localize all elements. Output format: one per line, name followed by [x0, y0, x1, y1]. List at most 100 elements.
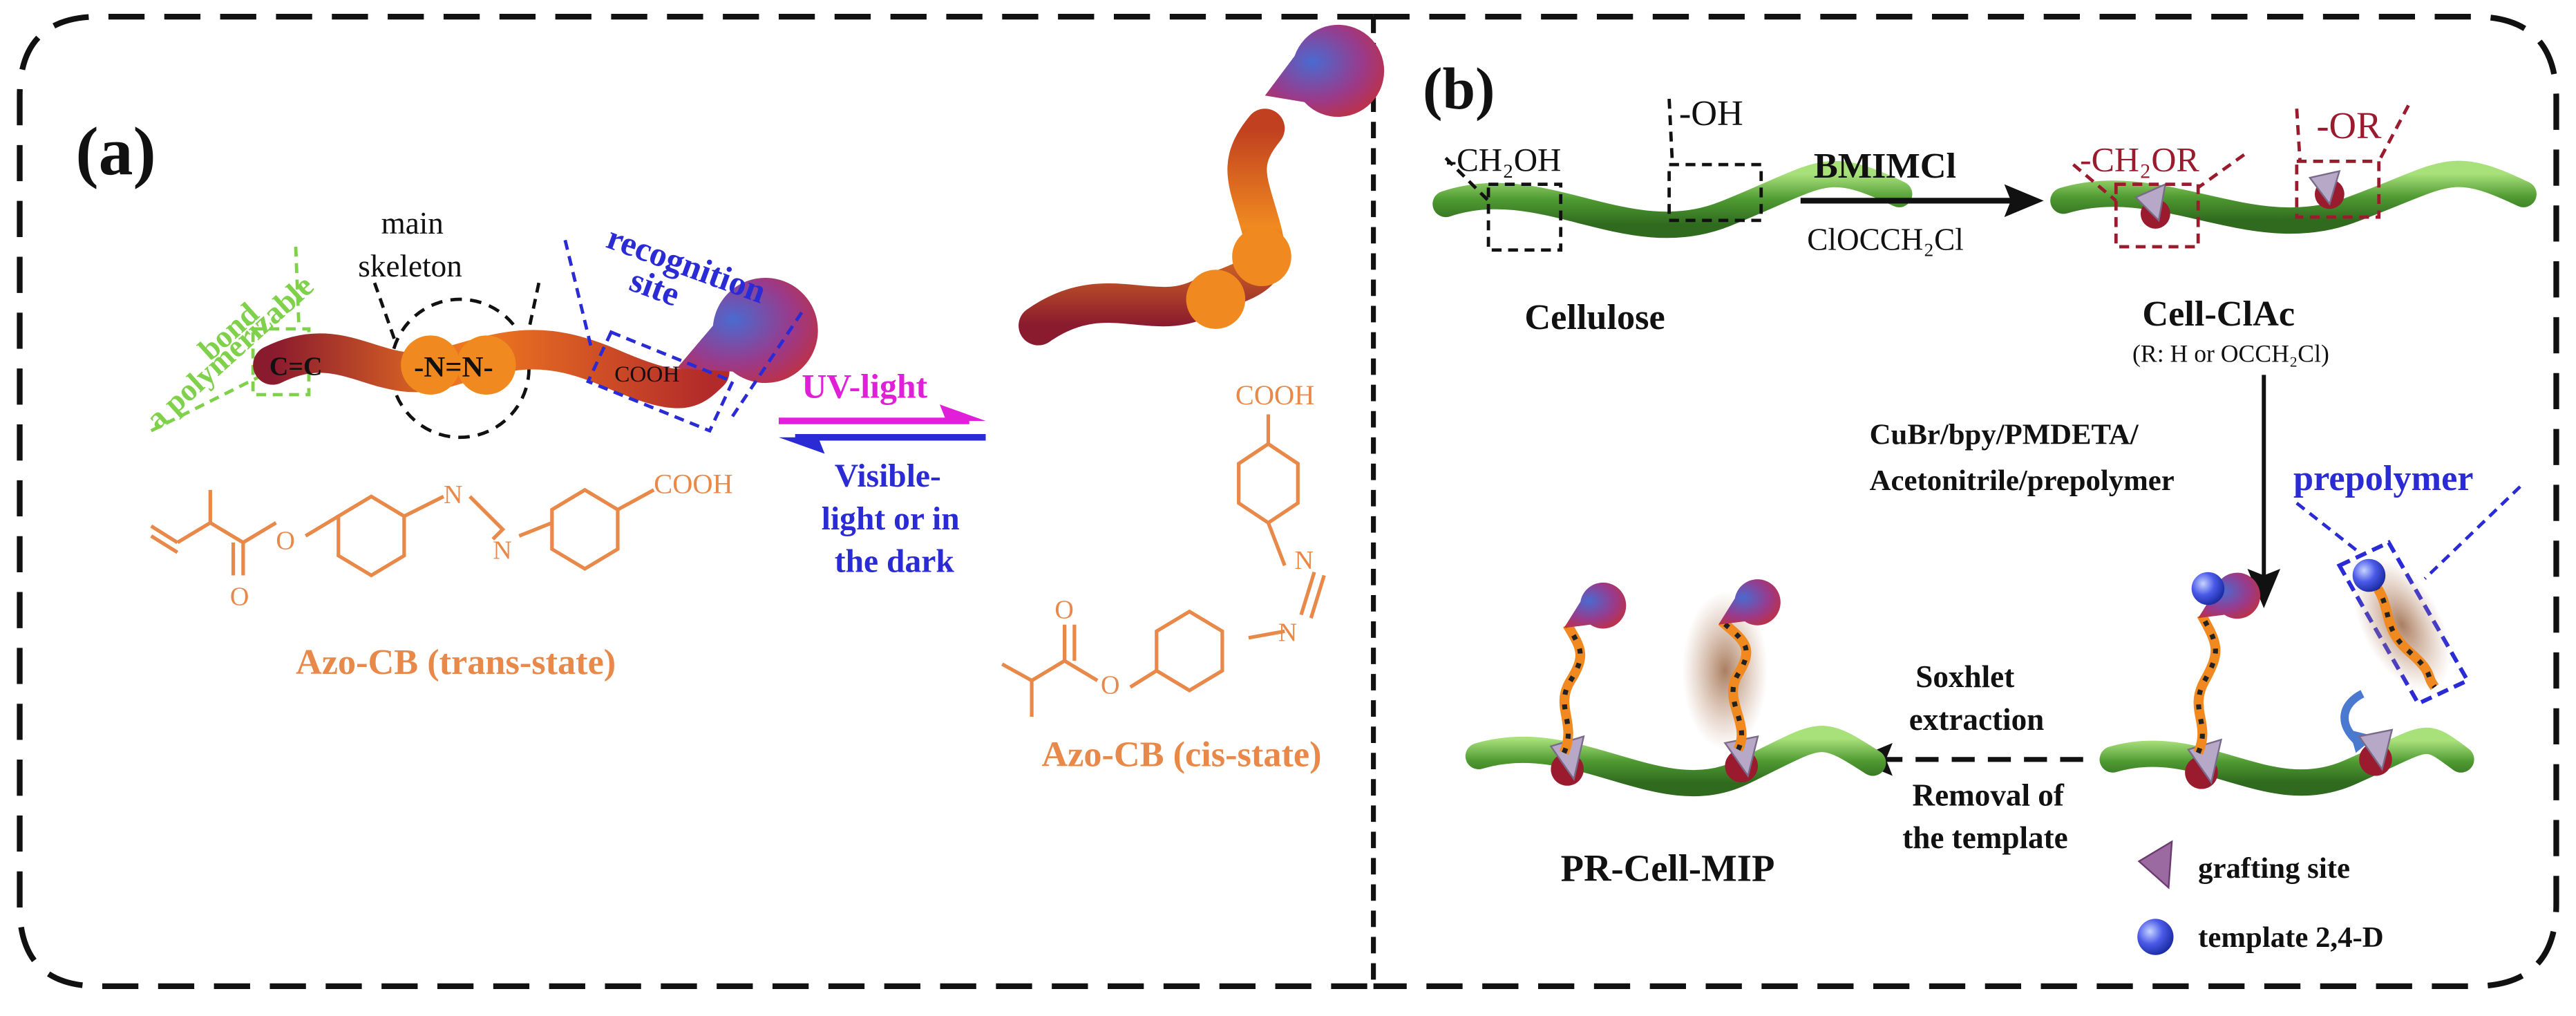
prepolymer-template-ball — [2352, 558, 2386, 592]
cis-o-atom: O — [1101, 671, 1119, 700]
legend-template-icon — [2137, 919, 2174, 955]
panel-a-frame — [17, 13, 1374, 990]
mip-chain-1 — [1559, 622, 1586, 755]
grafted-site-2 — [2358, 728, 2394, 771]
grafted-chain-dashes — [2195, 613, 2218, 754]
removal-label-1: Removal of — [1912, 778, 2064, 812]
prepolymer-chain-dashes — [2373, 583, 2437, 689]
cis-bead-1 — [1186, 270, 1246, 329]
azo-bond-label: -N=N- — [414, 351, 493, 384]
cis-bond-ring-n — [1267, 522, 1287, 567]
skeleton-annotation: main skeleton — [358, 206, 541, 440]
oh-box — [1667, 162, 1763, 223]
trans-bond-vinyl — [150, 524, 179, 545]
mip-pacman-1-icon — [1564, 582, 1627, 629]
oh-leader — [1667, 98, 1674, 165]
panel-b: (b) -CH₂OH -OH Cellulose BMIMCl ClOCCH₂C… — [1423, 56, 2537, 955]
cis-state-label: Azo-CB (cis-state) — [1041, 734, 1321, 774]
cellulose-fiber-body — [1432, 160, 1913, 238]
ch2oh-label: -CH₂OH — [1446, 143, 1561, 179]
cis-ring-bottom — [1155, 609, 1224, 693]
skeleton-leader-1 — [372, 282, 396, 339]
cis-bond-n-ring — [1248, 629, 1285, 640]
visible-label-3: the dark — [835, 544, 955, 580]
legend-template-label: template 2,4-D — [2198, 921, 2383, 954]
prepolymer-box — [2336, 540, 2471, 706]
soxhlet-label-1: Soxhlet — [1915, 659, 2014, 694]
or-leader-1 — [2295, 109, 2302, 162]
reagent-top-label: BMIMCl — [1814, 146, 1956, 186]
recognition-box — [585, 330, 735, 433]
or-box — [2295, 159, 2381, 219]
trans-bond-o-ring — [304, 514, 340, 538]
trans-bond-ring-cooh — [616, 488, 655, 511]
or-leader-2 — [2377, 104, 2410, 162]
mip-chain-2-dashes — [1720, 619, 1749, 751]
cis-bond-n-n-2 — [1309, 574, 1326, 619]
prepolymer-leader-2 — [2423, 485, 2521, 580]
trans-bond-n-n — [468, 495, 506, 541]
ch2oh-box — [1486, 182, 1563, 252]
ch2or-leader-2 — [2197, 153, 2246, 189]
cis-pacman-icon — [1265, 24, 1385, 117]
prepolymer-leader-1 — [2295, 502, 2360, 554]
reaction-arrow-3: Soxhlet extraction Removal of the templa… — [1853, 659, 2087, 855]
mip-pacman-2-icon — [1718, 579, 1781, 625]
ch2oh-leader — [1444, 156, 1490, 203]
grafted-fiber — [2099, 572, 2474, 796]
cis-bond-methacrylate — [1030, 659, 1099, 682]
cell-clac-label: Cell-ClAc — [2142, 294, 2295, 334]
trans-ring-2 — [550, 487, 620, 572]
trans-state-chain: -N=N- C=C COOH — [253, 277, 818, 408]
cis-n-atom-1: N — [1295, 546, 1314, 575]
trans-cooh-label: COOH — [654, 469, 733, 500]
azo-bead-1 — [401, 335, 460, 395]
reaction-arrow-1: BMIMCl ClOCCH₂Cl — [1800, 146, 2044, 257]
prepolymer-halo — [2353, 558, 2451, 691]
trans-bond-ring-n — [403, 495, 445, 518]
trans-o-atom: O — [276, 526, 294, 555]
recognition-leader-2 — [728, 311, 804, 422]
prepolymer-annotation: prepolymer — [2293, 458, 2521, 753]
cis-state-chain — [1019, 24, 1385, 346]
polymerizable-leader-2 — [294, 246, 301, 329]
removal-label-2: the template — [1902, 820, 2068, 855]
trans-bond-methacrylate — [176, 520, 277, 545]
trans-state-label: Azo-CB (trans-state) — [296, 642, 616, 682]
panel-a-label: (a) — [75, 113, 155, 189]
panel-b-frame — [1373, 13, 2559, 990]
trans-bond-vinyl-2 — [150, 534, 179, 554]
visible-arrow-head — [778, 437, 825, 454]
uv-light-label: UV-light — [802, 368, 927, 406]
visible-label-1: Visible- — [835, 458, 941, 494]
cis-ring-top — [1237, 442, 1300, 525]
grafted-template-ball — [2191, 572, 2225, 605]
cis-n-atom-2: N — [1278, 619, 1297, 648]
clac-grafting-site-2 — [2308, 170, 2341, 206]
azo-bead-2 — [456, 335, 516, 395]
soxhlet-label-2: extraction — [1909, 702, 2045, 737]
ch2or-box — [2114, 182, 2200, 249]
trans-structure — [150, 487, 655, 578]
or-label: -OR — [2316, 104, 2382, 147]
cis-bond-ring-o — [1129, 669, 1158, 689]
cis-bond-n-n — [1299, 571, 1316, 616]
trans-pacman-icon — [676, 277, 818, 384]
panel-a: (a) a polymerizable bond main skeleton -… — [75, 24, 1385, 774]
mip-chain-1-dashes — [1562, 623, 1583, 754]
cis-bead-2 — [1232, 227, 1291, 287]
ch2or-label: -CH₂OR — [2080, 141, 2199, 179]
polymerizable-c-c: C=C — [269, 352, 323, 381]
conditions-label-2: Acetonitrile/prepolymer — [1870, 464, 2175, 497]
skeleton-label-1: main — [381, 206, 444, 241]
cell-clac-fiber-body — [2050, 160, 2537, 234]
conditions-label-1: CuBr/bpy/PMDETA/ — [1870, 418, 2139, 451]
reaction-2-head — [2247, 568, 2281, 609]
cis-carbonyl-o: O — [1054, 595, 1073, 624]
cellulose-fiber: -CH₂OH -OH Cellulose — [1432, 93, 1913, 337]
trans-n-atom-2: N — [493, 536, 511, 565]
cellulose-label: Cellulose — [1524, 297, 1665, 337]
reagent-bottom-label: ClOCCH₂Cl — [1807, 223, 1964, 257]
recognition-leader-1 — [563, 239, 594, 349]
skeleton-label-2: skeleton — [358, 249, 462, 283]
